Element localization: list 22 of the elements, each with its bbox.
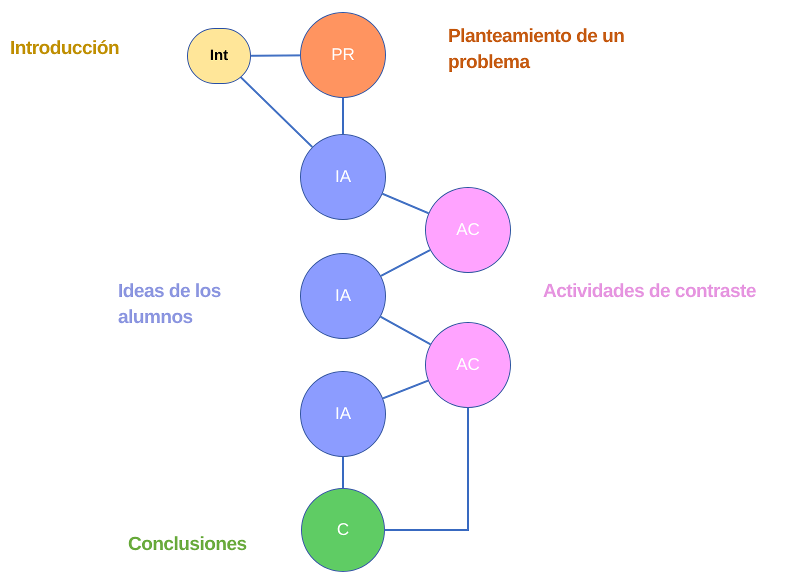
connector-line: [385, 408, 469, 531]
connector-line: [251, 54, 300, 57]
node-label: PR: [331, 44, 355, 66]
connector-line: [342, 98, 344, 134]
node-label: IA: [334, 285, 352, 308]
stage-label: Planteamiento de un problema: [448, 25, 626, 75]
node-label: IA: [334, 403, 352, 426]
connector-line: [382, 192, 429, 214]
stage-label: Conclusiones: [128, 533, 248, 557]
node-label: Int: [210, 46, 228, 66]
stage-label: Ideas de los alumnos: [118, 280, 222, 330]
connector-line: [382, 380, 428, 400]
node-label: AC: [456, 354, 480, 376]
node-label: AC: [456, 219, 480, 242]
node-label: IA: [334, 166, 352, 188]
stage-label: Actividades de contraste: [543, 280, 757, 304]
connector-line: [240, 76, 313, 148]
connector-line: [380, 316, 431, 346]
connector-line: [380, 249, 430, 277]
node-label: C: [336, 519, 350, 542]
stage-label: Introducción: [10, 37, 120, 61]
connector-line: [342, 457, 344, 488]
